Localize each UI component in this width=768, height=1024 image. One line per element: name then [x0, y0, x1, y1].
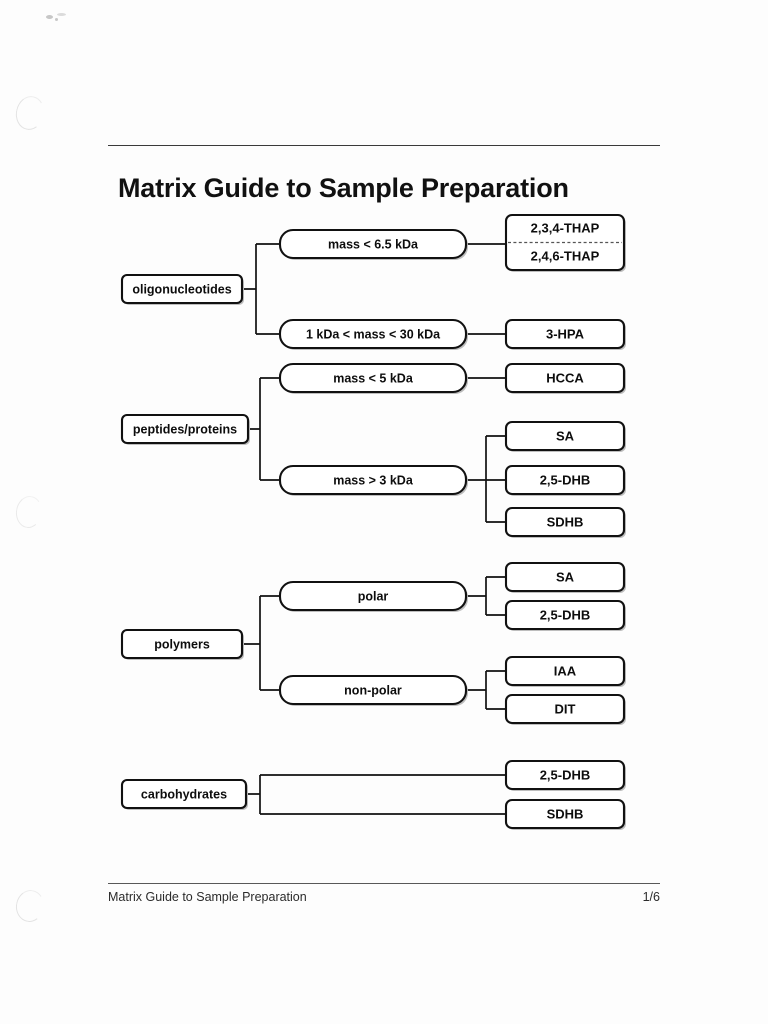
connector-category-to-branches — [242, 595, 280, 691]
node-matrix[interactable]: SDHB — [504, 798, 626, 830]
scan-speck — [55, 18, 58, 21]
node-label: 2,5-DHB — [540, 767, 591, 782]
footer-rule — [108, 883, 660, 884]
node-condition[interactable]: mass < 6.5 kDa — [278, 228, 468, 260]
node-label: oligonucleotides — [132, 282, 231, 296]
flow-group-peptides-proteins: peptides/proteins mass < 5 kDa HCCA mass… — [120, 362, 626, 538]
flow-group-carbohydrates: carbohydrates 2,5-DHB SDHB — [120, 759, 626, 830]
node-label: SDHB — [547, 514, 584, 529]
node-matrix[interactable]: HCCA — [504, 362, 626, 394]
node-matrix[interactable]: 3-HPA — [504, 318, 626, 350]
node-condition[interactable]: mass < 5 kDa — [278, 362, 468, 394]
scan-speck — [46, 15, 53, 19]
node-label: SA — [556, 428, 575, 443]
node-matrix[interactable]: 2,5-DHB — [504, 464, 626, 496]
node-category[interactable]: carbohydrates — [120, 778, 248, 810]
node-label: 1 kDa < mass < 30 kDa — [306, 327, 441, 341]
node-label: polar — [358, 589, 389, 603]
hole-punch-mark — [13, 887, 47, 925]
node-condition[interactable]: 1 kDa < mass < 30 kDa — [278, 318, 468, 350]
node-label: SDHB — [547, 806, 584, 821]
node-condition[interactable]: non-polar — [278, 674, 468, 706]
node-category[interactable]: polymers — [120, 628, 244, 660]
document-content: Matrix Guide to Sample Preparation oligo… — [108, 0, 660, 1024]
page-title: Matrix Guide to Sample Preparation — [118, 173, 569, 204]
node-label: mass < 6.5 kDa — [328, 237, 419, 251]
node-label: 2,5-DHB — [540, 607, 591, 622]
connector-branch-to-matrices — [466, 576, 506, 616]
node-matrix[interactable]: DIT — [504, 693, 626, 725]
connector-category-to-branches — [242, 243, 280, 335]
node-label: mass < 5 kDa — [333, 371, 414, 385]
node-matrix[interactable]: SA — [504, 561, 626, 593]
node-label: mass > 3 kDa — [333, 473, 414, 487]
hole-punch-mark — [12, 93, 48, 133]
footer-title: Matrix Guide to Sample Preparation — [108, 890, 307, 904]
connector-category-to-branches — [248, 377, 280, 481]
node-matrix[interactable]: SA — [504, 420, 626, 452]
node-label: HCCA — [546, 370, 584, 385]
node-label: SA — [556, 569, 575, 584]
flow-group-polymers: polymers polar SA 2,5-DHB — [120, 561, 626, 725]
node-category[interactable]: peptides/proteins — [120, 413, 250, 445]
node-label: polymers — [154, 637, 210, 651]
node-label: non-polar — [344, 683, 402, 697]
node-label: peptides/proteins — [133, 422, 237, 436]
node-condition[interactable]: mass > 3 kDa — [278, 464, 468, 496]
title-rule — [108, 145, 660, 146]
connector-branch-to-matrices — [466, 435, 506, 523]
node-label: carbohydrates — [141, 787, 227, 801]
node-matrix[interactable]: 2,5-DHB — [504, 599, 626, 631]
node-label: 2,3,4-THAP — [531, 220, 600, 235]
flow-group-oligonucleotides: oligonucleotides mass < 6.5 kDa 2,3,4-TH… — [120, 213, 626, 350]
node-condition[interactable]: polar — [278, 580, 468, 612]
node-matrix[interactable]: SDHB — [504, 506, 626, 538]
node-matrix[interactable]: 2,5-DHB — [504, 759, 626, 791]
matrix-flowchart: oligonucleotides mass < 6.5 kDa 2,3,4-TH… — [120, 213, 626, 830]
page-footer: Matrix Guide to Sample Preparation 1/6 — [108, 890, 660, 904]
hole-punch-mark — [13, 494, 45, 530]
page-number: 1/6 — [642, 890, 660, 904]
node-label: IAA — [554, 663, 577, 678]
node-label: 2,5-DHB — [540, 472, 591, 487]
node-label: 2,4,6-THAP — [531, 248, 600, 263]
connector-category-to-matrices — [244, 774, 506, 815]
node-label: DIT — [555, 701, 576, 716]
node-label: 3-HPA — [546, 326, 585, 341]
connector-branch-to-matrices — [466, 670, 506, 710]
node-category[interactable]: oligonucleotides — [120, 273, 244, 305]
node-matrix[interactable]: IAA — [504, 655, 626, 687]
node-matrix-combined[interactable]: 2,3,4-THAP 2,4,6-THAP — [504, 213, 626, 272]
scan-speck — [57, 13, 66, 16]
